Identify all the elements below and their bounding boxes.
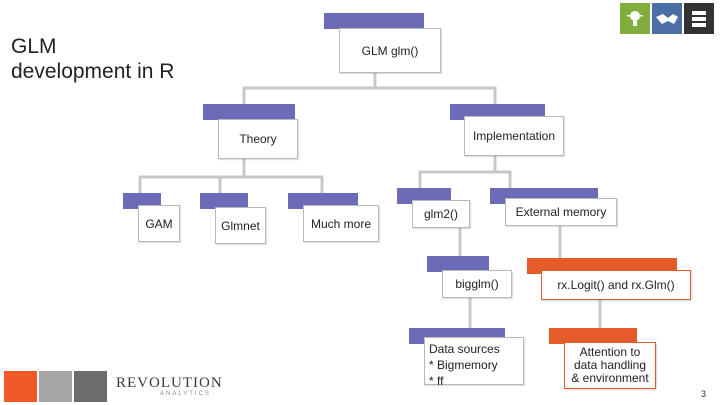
bigglm-tab: [427, 256, 489, 272]
node-glm-root-label: GLM glm(): [361, 43, 419, 58]
footer-square-light-gray: [39, 371, 72, 402]
lightbulb-icon: [620, 3, 650, 34]
node-external-memory-label: External memory: [515, 205, 607, 219]
node-glm2: glm2(): [412, 200, 470, 228]
node-external-memory: External memory: [505, 198, 617, 226]
server-icon: [684, 3, 714, 34]
handshake-icon: [652, 3, 682, 34]
root-tab: [324, 13, 424, 29]
node-glmnet-label: Glmnet: [221, 218, 260, 233]
revolution-logo: REVOLUTION: [116, 375, 223, 391]
attention-tab: [549, 328, 637, 344]
header-icons: [620, 3, 714, 34]
node-rx-logit-label: rx.Logit() and rx.Glm(): [557, 278, 675, 292]
node-data-sources: Data sources * Bigmemory * ff: [424, 337, 524, 388]
node-theory: Theory: [218, 119, 298, 159]
node-much-more: Much more: [303, 205, 379, 242]
node-attention: Attention to data handling & environment: [564, 342, 656, 389]
page-number: 3: [700, 389, 706, 399]
slide-title: GLM development in R: [11, 35, 175, 83]
node-implementation: Implementation: [464, 116, 564, 156]
node-bigglm-label: bigglm(): [455, 277, 499, 291]
node-bigglm: bigglm(): [442, 270, 512, 298]
glmnet-tab: [200, 193, 248, 209]
node-implementation-label: Implementation: [472, 129, 556, 143]
node-theory-label: Theory: [239, 132, 277, 146]
footer-square-dark-gray: [74, 371, 107, 402]
node-data-sources-label: Data sources * Bigmemory * ff: [429, 342, 500, 388]
footer-square-orange: [4, 371, 37, 402]
revolution-logo-subtext: ANALYTICS: [160, 391, 211, 397]
node-gam-label: GAM: [145, 216, 173, 231]
node-much-more-label: Much more: [310, 216, 372, 231]
node-glm-root: GLM glm(): [339, 28, 441, 73]
theory-tab: [203, 104, 295, 120]
node-attention-label: Attention to data handling & environment: [571, 345, 649, 385]
node-rx-logit: rx.Logit() and rx.Glm(): [541, 270, 691, 300]
node-glmnet: Glmnet: [215, 207, 266, 244]
node-glm2-label: glm2(): [423, 207, 458, 221]
node-gam: GAM: [138, 205, 180, 242]
